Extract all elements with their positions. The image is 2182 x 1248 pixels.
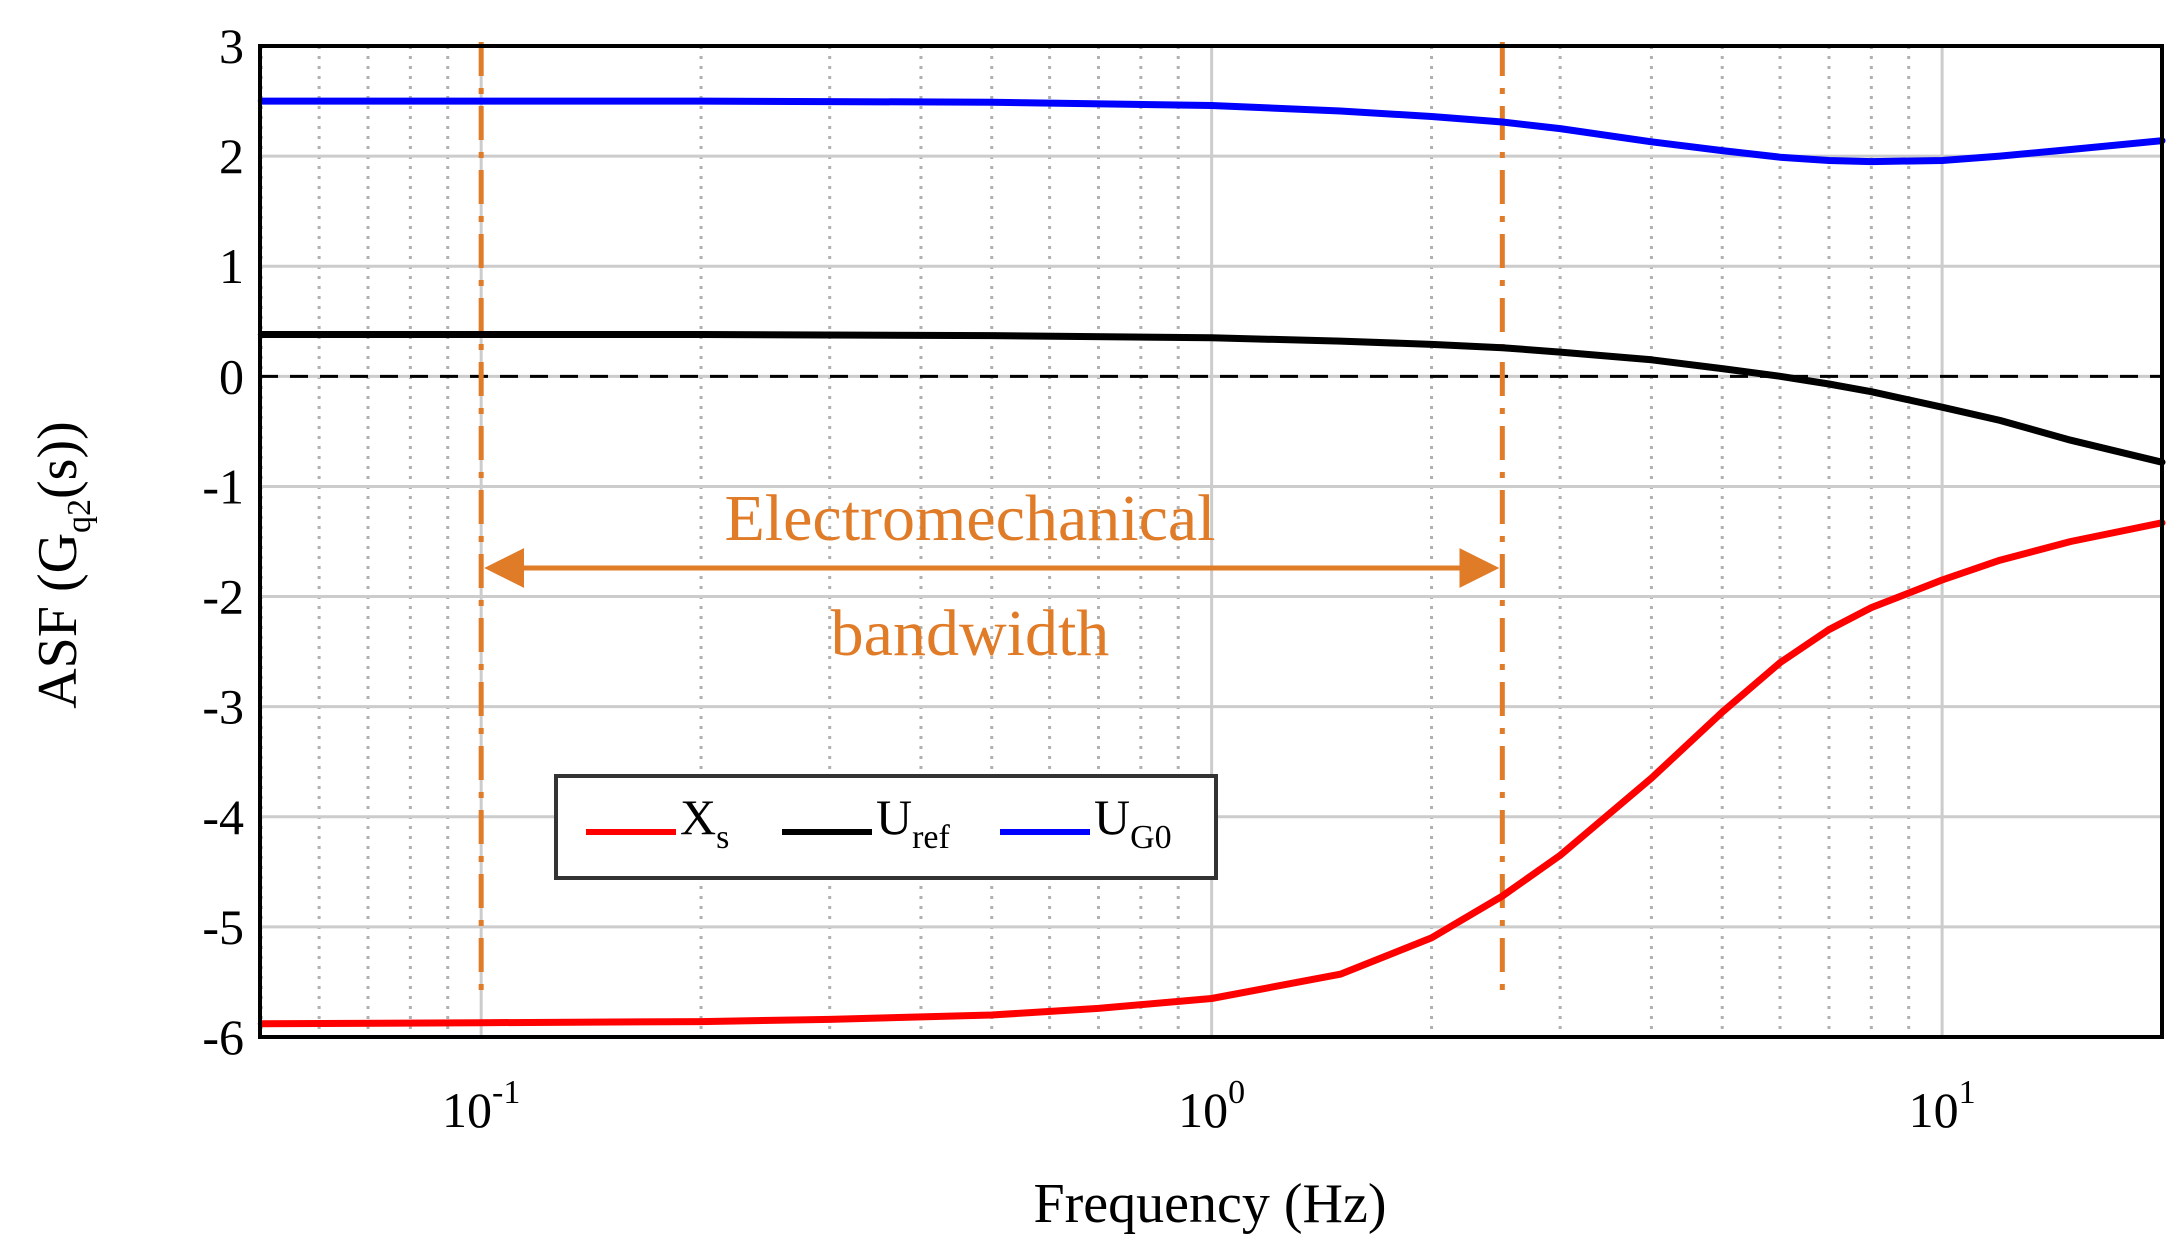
bandwidth-lines [478, 42, 1505, 1001]
y-tick-label: 0 [219, 348, 244, 404]
x-tick-label: 100 [1178, 1074, 1245, 1138]
y-title-main: ASF (G [27, 533, 89, 709]
x-tick-labels: 10-1 100 101 [442, 1074, 1976, 1138]
y-tick-label: -6 [202, 1009, 244, 1065]
y-axis-title: ASF (Gq2(s)) [27, 421, 98, 709]
legend-label-ug0: UG0 [1094, 789, 1172, 856]
y-tick-label: -2 [202, 569, 244, 625]
y-tick-label: 1 [219, 238, 244, 294]
series-line-1 [257, 331, 2166, 466]
series-line-2 [257, 97, 2166, 166]
y-tick-label: -5 [202, 899, 244, 955]
annotation-line-2: bandwidth [831, 597, 1110, 670]
y-title-tail: (s)) [27, 421, 89, 499]
legend-box [554, 774, 1218, 880]
x-tick-label: 101 [1909, 1074, 1976, 1138]
x-tick-label: 10-1 [442, 1074, 520, 1138]
y-tick-label: -3 [202, 679, 244, 735]
y-tick-label: -1 [202, 458, 244, 514]
series-lines [257, 97, 2166, 1028]
y-tick-labels: 3 2 1 0 -1 -2 -3 -4 -5 -6 [202, 18, 244, 1065]
x-axis-title: Frequency (Hz) [1034, 1173, 1387, 1235]
y-tick-label: 2 [219, 128, 244, 184]
annotation-line-1: Electromechanical [724, 482, 1215, 555]
y-title-sub: q2 [61, 499, 98, 533]
plot-frame [258, 44, 2164, 1039]
legend: Xs Uref UG0 [554, 774, 1218, 880]
legend-label-xs: Xs [680, 789, 729, 856]
legend-label-uref: Uref [876, 789, 951, 856]
series-line-0 [257, 519, 2166, 1028]
y-tick-label: 3 [219, 18, 244, 74]
y-tick-label: -4 [202, 789, 244, 845]
